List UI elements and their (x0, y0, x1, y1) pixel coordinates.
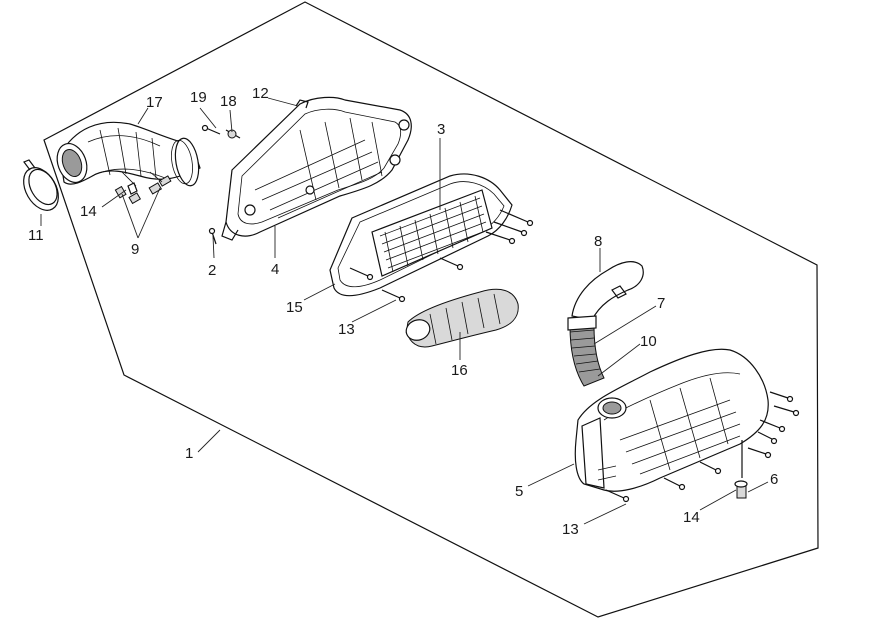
label-part-11: 11 (28, 227, 44, 244)
label-part-2: 2 (208, 262, 216, 279)
leader-lines (40, 97, 769, 525)
clip-and-bolts-parts-9-14 (114, 171, 172, 205)
label-part-7: 7 (657, 295, 665, 312)
breather-tube-parts-7-8-10 (567, 261, 644, 387)
label-part-13-lower: 13 (562, 521, 579, 538)
label-part-9: 9 (131, 241, 139, 258)
label-part-10: 10 (640, 333, 657, 350)
label-part-17: 17 (146, 94, 163, 111)
label-part-16: 16 (451, 362, 468, 379)
bolts-parts-2-18-19 (201, 124, 241, 245)
label-part-5: 5 (515, 483, 523, 500)
label-part-13-upper: 13 (338, 321, 355, 338)
filter-element-part-3 (371, 189, 493, 277)
screws-right-of-filter (349, 209, 534, 303)
inner-duct-part-16 (405, 288, 519, 348)
label-part-18: 18 (220, 93, 237, 110)
assembly-boundary (43, 1, 819, 618)
label-part-6: 6 (770, 471, 778, 488)
label-part-4: 4 (271, 261, 279, 278)
label-part-3: 3 (437, 121, 445, 138)
label-part-19: 19 (190, 89, 207, 106)
case-body-screws (605, 391, 800, 503)
filter-case-cover-part-12 (221, 96, 412, 241)
label-part-14-right: 14 (683, 509, 700, 526)
part-labels: 1 2 3 4 5 6 7 8 9 10 11 12 13 13 14 14 1… (28, 85, 778, 538)
label-part-14-left: 14 (80, 203, 97, 220)
intake-duct-part-17 (56, 121, 201, 187)
label-part-1: 1 (185, 445, 193, 462)
label-part-8: 8 (594, 233, 602, 250)
hose-clamp-part-11 (23, 159, 59, 211)
label-part-12: 12 (252, 85, 269, 102)
label-part-15: 15 (286, 299, 303, 316)
filter-case-body-part-5 (574, 348, 769, 492)
